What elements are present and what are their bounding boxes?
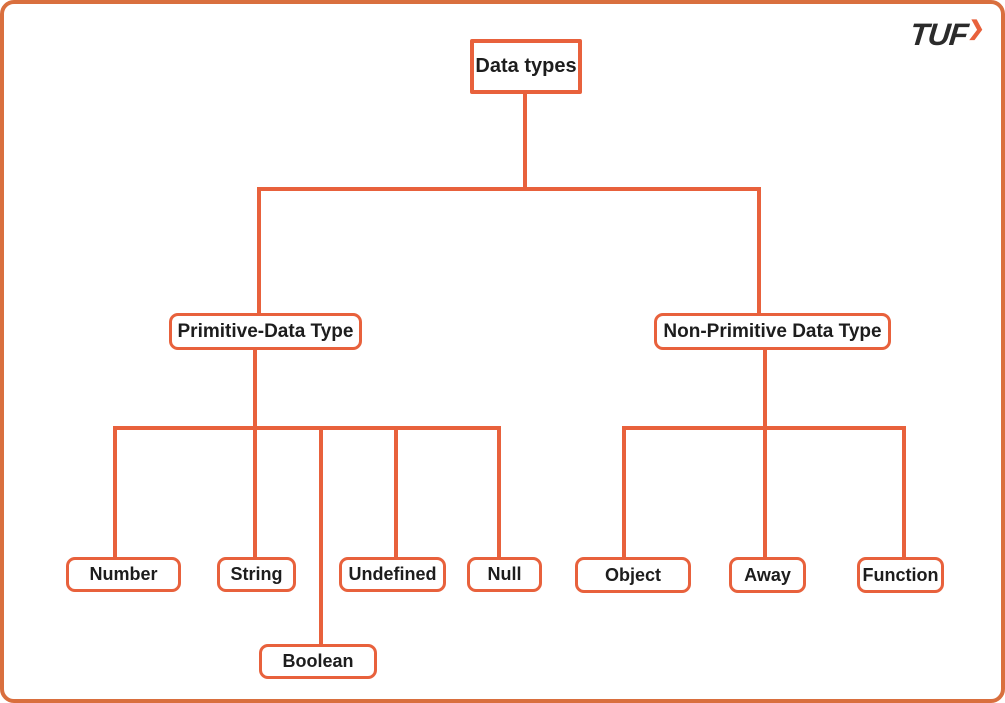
connector-boolean-drop — [319, 426, 323, 645]
node-primitive: Primitive-Data Type — [169, 313, 362, 350]
node-data-types-label: Data types — [475, 55, 577, 77]
node-away-label: Away — [744, 564, 791, 585]
connector-function-drop — [902, 426, 906, 558]
node-string: String — [217, 557, 296, 592]
node-null: Null — [467, 557, 542, 592]
connector-primitive-stem — [253, 348, 257, 558]
node-number: Number — [66, 557, 181, 592]
connector-null-drop — [497, 426, 501, 558]
node-string-label: String — [230, 564, 283, 584]
node-primitive-label: Primitive-Data Type — [177, 320, 354, 342]
connector-undefined-drop — [394, 426, 398, 558]
connector-nonprimitive-drop — [757, 187, 761, 313]
node-data-types: Data types — [470, 39, 582, 94]
node-undefined: Undefined — [339, 557, 446, 592]
node-away: Away — [729, 557, 806, 593]
node-boolean-label: Boolean — [282, 651, 354, 671]
connector-top-bar — [257, 187, 761, 191]
node-boolean: Boolean — [259, 644, 377, 679]
connector-nonprimitive-stem — [763, 348, 767, 558]
connector-object-drop — [622, 426, 626, 558]
node-number-label: Number — [89, 564, 158, 584]
node-object-label: Object — [604, 564, 661, 585]
connector-root-stem — [523, 92, 527, 189]
connector-number-drop — [113, 426, 117, 558]
connector-nonprimitive-bar — [622, 426, 906, 430]
tuf-logo: TUF ❯ — [908, 17, 987, 52]
tuf-logo-text: TUF — [908, 17, 970, 52]
connector-primitive-bar — [113, 426, 501, 430]
tuf-logo-arrow-icon: ❯ — [967, 18, 987, 40]
node-null-label: Null — [487, 564, 522, 584]
node-function-label: Function — [862, 564, 939, 585]
connector-primitive-drop — [257, 187, 261, 313]
node-undefined-label: Undefined — [348, 564, 437, 584]
node-function: Function — [857, 557, 944, 593]
node-nonprimitive-label: Non-Primitive Data Type — [663, 320, 882, 342]
node-object: Object — [575, 557, 691, 593]
node-nonprimitive: Non-Primitive Data Type — [654, 313, 891, 350]
